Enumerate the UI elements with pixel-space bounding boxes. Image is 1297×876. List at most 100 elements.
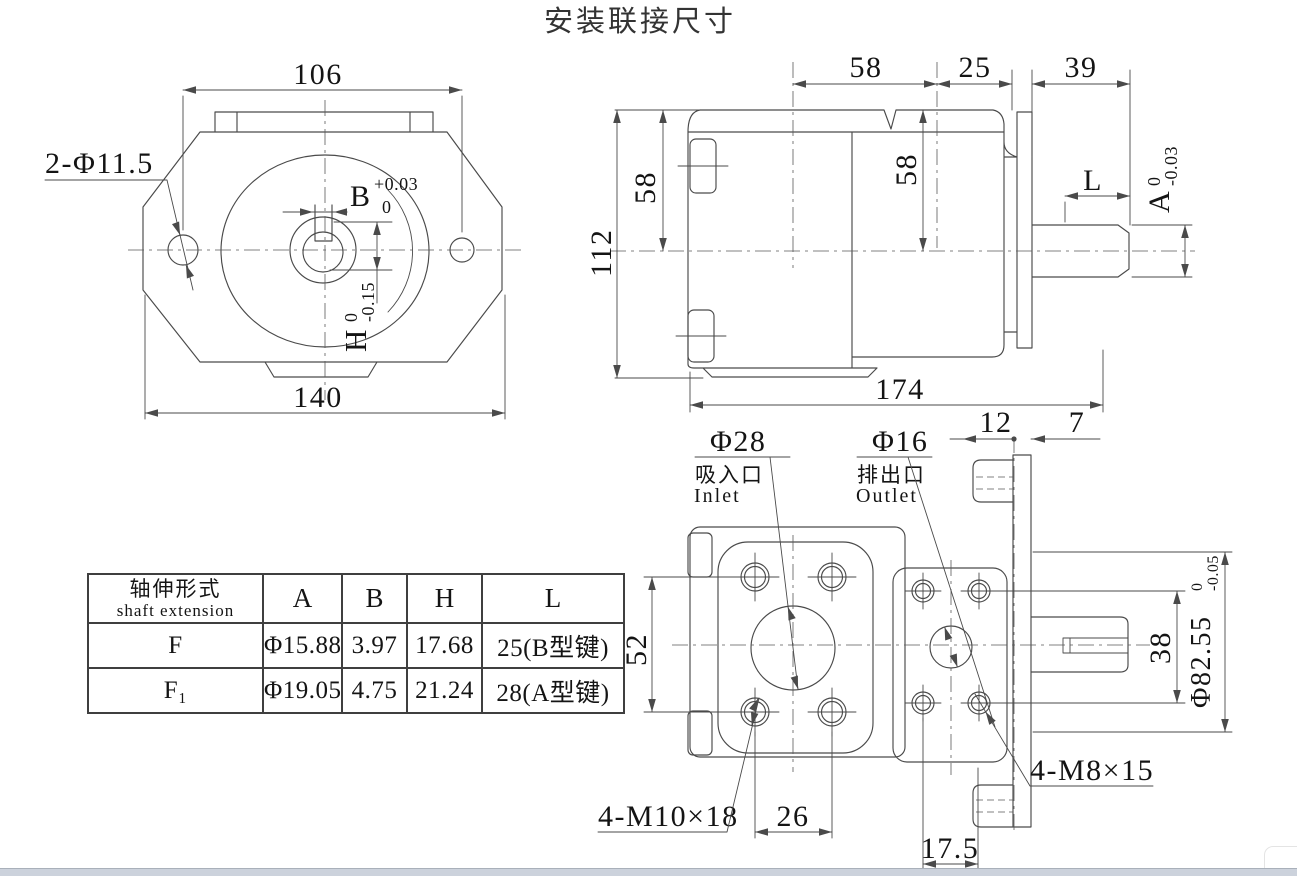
dim-a-label-group: A 0 -0.03 [1143, 146, 1181, 213]
table-header-type-cn: 轴伸形式 [129, 577, 222, 601]
front-centerlines [128, 100, 522, 400]
shaft-keyway-lines [1062, 637, 1129, 654]
dim-106-label: 106 [293, 58, 343, 91]
dim-b-upper-tol: +0.03 [374, 174, 418, 194]
outlet-leader-arrow-bottom [949, 653, 958, 668]
dim-52-label: 52 [620, 633, 653, 666]
table-cell-a: Φ19.05 [262, 667, 343, 714]
dim-140-extensions [144, 294, 506, 420]
inlet-block-outline [689, 526, 906, 758]
front-pilot-arc [387, 189, 414, 313]
inlet-bolts-label: 4-M10×18 [598, 800, 739, 833]
mount-holes-arrow-top [171, 221, 181, 236]
dim-25-label: 25 [959, 51, 992, 84]
dim-7-label: 7 [1069, 406, 1086, 439]
dim-38-label: 38 [1144, 631, 1177, 664]
table-header-l: L [481, 573, 625, 624]
dim-b-lower-tol: 0 [382, 197, 392, 217]
backplate-outline [972, 454, 1032, 828]
page-title: 安装联接尺寸 [544, 5, 736, 38]
inlet-en-label: Inlet [694, 485, 741, 507]
dim-39-label: 39 [1065, 51, 1098, 84]
outlet-dia-label: Φ16 [872, 425, 928, 458]
dim-pilot-lower-tol: -0.05 [1205, 555, 1222, 591]
table-cell-l: 28(A型键) [481, 667, 625, 714]
outlet-block-outline [892, 567, 1008, 763]
inlet-bolts-arrow-lower [750, 712, 759, 727]
outlet-cn-label: 排出口 [857, 464, 926, 487]
bottom-scrollbar[interactable] [0, 868, 1297, 876]
side-view-outline [687, 109, 1130, 378]
table-header-type: 轴伸形式 shaft extension [87, 573, 264, 624]
table-cell-b: 3.97 [341, 622, 408, 669]
dim-pilot-upper-tol: 0 [1189, 583, 1206, 592]
table-row: F₁ Φ19.05 4.75 21.24 28(A型键) [87, 667, 625, 714]
mount-holes-leader [44, 179, 194, 291]
table-row: F Φ15.88 3.97 17.68 25(B型键) [87, 622, 625, 669]
dim-38-extensions [991, 590, 1186, 704]
mount-holes-label: 2-Φ11.5 [45, 147, 154, 180]
dim-58-top-label: 58 [850, 51, 883, 84]
dim-h-lower-tol: -0.15 [358, 282, 378, 322]
port-view: Φ28 吸入口 Inlet Φ16 排出口 Outlet 12 7 52 38 [597, 406, 1233, 871]
dim-l-label: L [1083, 164, 1103, 197]
dim-h-label-group: H 0 -0.15 [338, 282, 378, 352]
outlet-bolts-arrow [985, 711, 996, 725]
dim-a-lower-tol: -0.03 [1161, 146, 1181, 186]
mount-holes-arrow-bottom [185, 264, 195, 279]
dim-pilot-extensions [1032, 551, 1233, 733]
table-cell-type: F₁ [87, 667, 264, 714]
dim-pilot-value: Φ82.55 [1186, 616, 1217, 708]
dim-pilot-label-group: Φ82.55 0 -0.05 [1186, 555, 1222, 708]
table-cell-a: Φ15.88 [262, 622, 343, 669]
dim-112-extensions [614, 109, 704, 379]
inlet-cn-label: 吸入口 [695, 464, 764, 487]
inlet-leader-arrow-bottom [790, 675, 799, 690]
keyway-slot [314, 204, 333, 242]
dim-26-extensions [754, 731, 833, 839]
outlet-en-label: Outlet [856, 485, 918, 507]
dim-52-extensions [643, 576, 743, 713]
front-view-outline [142, 111, 503, 378]
dim-h-upper-tol: 0 [341, 313, 361, 323]
inlet-bolts-arrow-upper [749, 697, 759, 712]
inlet-dia-label: Φ28 [710, 425, 766, 458]
dim-a-letter: A [1143, 190, 1176, 213]
dim-h-extensions [329, 221, 393, 304]
outlet-bolts-label: 4-M8×15 [1030, 754, 1154, 787]
dim-12-label: 12 [980, 406, 1013, 439]
shaft-boss-circle [289, 216, 357, 284]
dim-12-dot [1011, 436, 1017, 442]
dim-174-label: 174 [875, 373, 925, 406]
dim-b-letter: B [350, 180, 372, 213]
outlet-leader [856, 456, 996, 728]
table-cell-b: 4.75 [341, 667, 408, 714]
inlet-leader [694, 456, 799, 690]
dim-17-5-label: 17.5 [921, 832, 980, 865]
dim-h-letter: H [338, 328, 373, 352]
inlet-flange-outline [717, 541, 874, 754]
shaft-extension-table: 轴伸形式 shaft extension A B H L F Φ15.88 3.… [87, 573, 625, 714]
side-top-dim-extensions [1011, 69, 1131, 226]
dim-58-rear-label: 58 [629, 171, 662, 204]
table-header-b: B [341, 573, 408, 624]
side-boss-centerlines [675, 165, 729, 337]
inlet-leader-arrow-top [787, 606, 796, 621]
table-header-a: A [262, 573, 343, 624]
table-header-h: H [406, 573, 483, 624]
side-centerlines [610, 62, 1195, 268]
outlet-leader-arrow-top [944, 626, 953, 641]
inlet-boss-upper [687, 532, 713, 578]
table-cell-h: 21.24 [406, 667, 483, 714]
inlet-hole-ticks [730, 552, 857, 737]
dim-17-5-extensions [922, 717, 979, 871]
side-view: 58 25 39 112 58 58 174 L A 0 -0.03 [585, 51, 1195, 413]
dim-a-upper-tol: 0 [1144, 177, 1164, 187]
table-header-type-en: shaft extension [116, 600, 235, 620]
shaft-end-outline [1030, 616, 1129, 673]
port-centerlines [672, 437, 1150, 832]
front-view: 106 140 2-Φ11.5 B +0.03 0 H 0 -0.15 [44, 58, 522, 420]
table-cell-type: F [87, 622, 264, 669]
table-cell-h: 17.68 [406, 622, 483, 669]
